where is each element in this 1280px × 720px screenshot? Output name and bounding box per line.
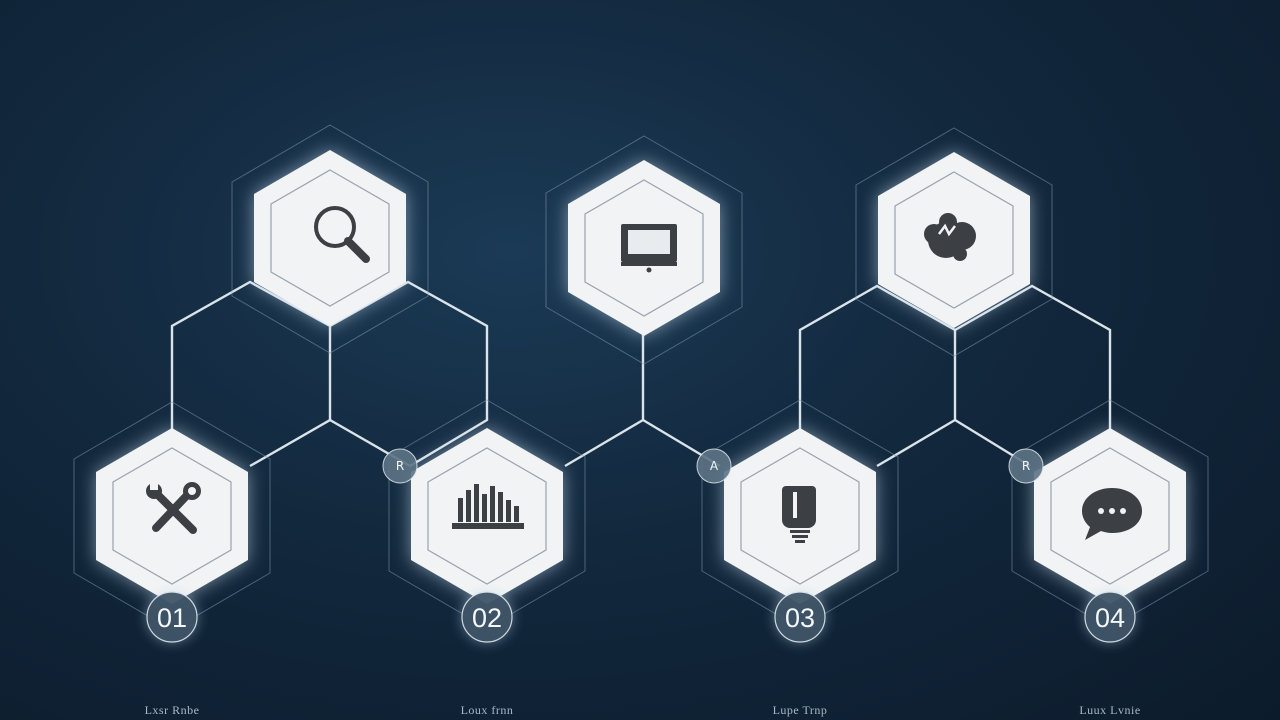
step-number: 03	[785, 603, 815, 633]
step-badge-04: 04	[1084, 591, 1136, 643]
connector-marker: R	[382, 448, 418, 484]
magnifier-icon	[314, 206, 370, 263]
step-node-02	[411, 428, 563, 604]
connector-line	[564, 330, 645, 468]
connector-marker-label: R	[396, 459, 404, 473]
step-node-03	[724, 428, 876, 604]
connector-line	[170, 280, 332, 468]
step-number: 02	[472, 603, 502, 633]
connector-marker-label: R	[1022, 459, 1030, 473]
connector-line	[329, 280, 489, 468]
step-number: 04	[1095, 603, 1125, 633]
step-caption: Lxsr Rnbe	[144, 703, 200, 717]
outline-hexagon	[855, 127, 1053, 357]
lightbulb-icon	[782, 486, 816, 543]
connector-marker: A	[696, 448, 732, 484]
connector-line	[954, 284, 1112, 430]
chat-bubble-icon	[1082, 488, 1142, 540]
step-node-01	[96, 428, 248, 604]
step-badge-01: 01	[146, 591, 198, 643]
step-node-04	[1034, 428, 1186, 604]
step-number: 01	[157, 603, 187, 633]
step-badge-02: 02	[461, 591, 513, 643]
step-caption: Lupe Trnp	[772, 703, 828, 717]
top-node-magnifier	[254, 150, 406, 326]
monitor-icon	[621, 224, 677, 273]
connector-marker-label: A	[710, 459, 719, 473]
connector-line	[798, 284, 957, 468]
top-node-gear-cloud	[878, 152, 1030, 328]
step-caption: Loux frnn	[460, 703, 514, 717]
top-node-monitor	[568, 160, 720, 336]
step-badge-03: 03	[774, 591, 826, 643]
outline-hexagon	[231, 124, 429, 354]
connector-marker: R	[1008, 448, 1044, 484]
step-caption: Luux Lvnie	[1079, 703, 1141, 717]
tools-icon	[146, 482, 201, 534]
outline-hexagon	[545, 135, 743, 365]
gear-cloud-icon	[924, 213, 976, 261]
connector-network	[170, 280, 1112, 468]
bar-chart-icon	[452, 484, 524, 529]
